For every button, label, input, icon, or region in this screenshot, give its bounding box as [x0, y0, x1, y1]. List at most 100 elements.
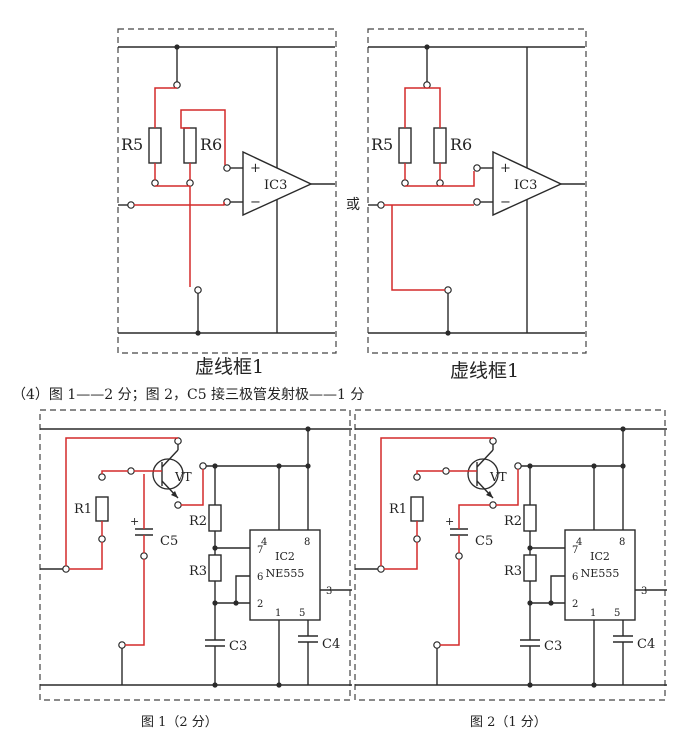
highlighted-wire — [125, 559, 145, 646]
terminal — [127, 467, 135, 475]
scoring-note: （4）图 1——2 分；图 2，C5 接三极管发射极——1 分 — [12, 387, 365, 403]
highlighted-wire — [380, 437, 493, 566]
terminal — [62, 565, 70, 573]
terminal — [489, 501, 497, 509]
resistor-r1 — [95, 496, 109, 522]
resistor-r5 — [148, 127, 162, 164]
terminal — [173, 81, 181, 89]
opamp-name-label: IC3 — [264, 178, 287, 193]
terminal — [455, 552, 463, 560]
dashed-box-caption-right: 虚线框1 — [450, 360, 520, 382]
transistor-collector — [161, 449, 179, 468]
vt-label: VT — [174, 470, 192, 484]
resistor-r6 — [183, 127, 197, 164]
c5-label: C5 — [475, 534, 493, 549]
resistor-r1 — [410, 496, 424, 522]
opamp-name-label: IC3 — [514, 178, 537, 193]
terminal — [377, 201, 385, 209]
junction-dot — [233, 600, 239, 606]
terminal — [199, 462, 207, 470]
terminal — [223, 164, 231, 172]
resistor-r3 — [523, 554, 537, 582]
pin3-label: 3 — [641, 586, 647, 597]
opamp-triangle — [242, 150, 313, 217]
terminal — [98, 473, 106, 481]
c5-label: C5 — [160, 534, 178, 549]
pin5-label: 5 — [299, 608, 305, 619]
highlighted-wire — [384, 542, 418, 570]
terminal — [174, 437, 182, 445]
highlighted-wire — [134, 202, 225, 206]
highlighted-wire — [181, 469, 204, 506]
terminal — [98, 535, 106, 543]
pin1-label: 1 — [590, 608, 596, 619]
opamp-plus-label: + — [500, 161, 511, 176]
r1-label: R1 — [74, 502, 92, 517]
ic2-label: IC2 — [275, 550, 295, 563]
r6-label: R6 — [200, 135, 222, 154]
dashed-box-caption-left: 虚线框1 — [195, 356, 265, 378]
terminal — [413, 535, 421, 543]
terminal — [413, 473, 421, 481]
c4-label: C4 — [322, 637, 340, 652]
terminal — [223, 198, 231, 206]
resistor-r6 — [433, 127, 447, 164]
terminal — [186, 179, 194, 187]
r3-label: R3 — [189, 564, 207, 579]
terminal — [401, 179, 409, 187]
terminal — [140, 552, 148, 560]
pin4-label: 4 — [261, 537, 267, 548]
c5-plus-label: + — [445, 515, 454, 528]
r5-label: R5 — [121, 135, 143, 154]
pin8-label: 8 — [304, 537, 310, 548]
opamp-plus-label: + — [250, 161, 261, 176]
transistor-body — [467, 458, 499, 490]
terminal — [489, 437, 497, 445]
transistor-body — [152, 458, 184, 490]
terminal — [151, 179, 159, 187]
pin8-label: 8 — [619, 537, 625, 548]
transistor-collector — [476, 449, 494, 468]
resistor-r2 — [523, 504, 537, 532]
highlighted-wire — [154, 87, 177, 128]
dashed-box — [354, 409, 666, 701]
terminal — [444, 286, 452, 294]
terminal — [377, 565, 385, 573]
r6-label: R6 — [450, 135, 472, 154]
terminal — [473, 164, 481, 172]
pin4-wire — [530, 465, 595, 530]
highlighted-wire — [458, 504, 490, 529]
pin2-label: 2 — [257, 599, 263, 610]
highlighted-wire — [101, 470, 128, 474]
ne555-label: NE555 — [266, 567, 305, 580]
highlighted-wire — [180, 109, 226, 165]
figure-2-caption: 图 2（1 分） — [470, 715, 547, 730]
terminal — [118, 641, 126, 649]
ic2-chip — [564, 529, 636, 621]
terminal — [473, 198, 481, 206]
r2-lead — [521, 465, 531, 505]
terminal — [423, 81, 431, 89]
r2-lead — [206, 465, 216, 505]
pin8-wire — [279, 465, 309, 530]
highlighted-wire — [69, 542, 103, 570]
pin6-label: 6 — [572, 572, 578, 583]
pin1-label: 1 — [275, 608, 281, 619]
terminal — [127, 201, 135, 209]
emitter-arrow — [486, 491, 493, 498]
ic2-chip — [249, 529, 321, 621]
c3-label: C3 — [229, 639, 247, 654]
pin4-wire — [215, 465, 280, 530]
vt-label: VT — [489, 470, 507, 484]
dashed-box — [367, 28, 587, 354]
highlighted-wire — [416, 470, 443, 474]
junction-dot — [548, 600, 554, 606]
pin4-label: 4 — [576, 537, 582, 548]
c5-plus-label: + — [130, 515, 139, 528]
r1-label: R1 — [389, 502, 407, 517]
figure-1-caption: 图 1（2 分） — [141, 715, 218, 730]
pin7-label: 7 — [572, 545, 578, 556]
junction-dot — [620, 426, 626, 432]
r3-label: R3 — [504, 564, 522, 579]
